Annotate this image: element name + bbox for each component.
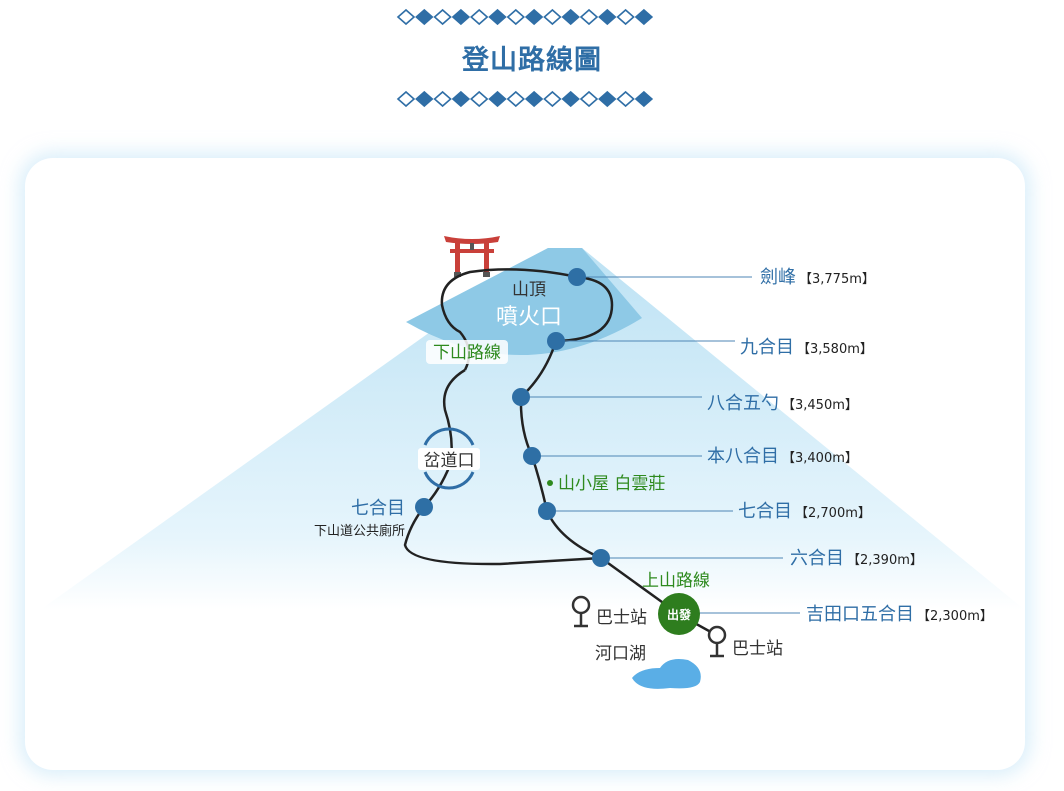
- diamond-icon: [598, 90, 617, 108]
- station-dot[interactable]: [538, 502, 556, 520]
- station-dots: [415, 268, 610, 567]
- diamond-icon: [579, 8, 599, 26]
- bus-stop-icon: [707, 625, 727, 658]
- station-label: 本八合目【3,400m】: [707, 446, 858, 467]
- toilet-note: 下山道公共廁所: [314, 523, 405, 539]
- station-dot[interactable]: [568, 268, 586, 286]
- diamond-icon: [451, 8, 471, 26]
- start-marker[interactable]: [658, 593, 700, 635]
- junction-marker: 岔道口: [418, 427, 480, 490]
- diamond-icon: [433, 8, 452, 26]
- diamond-icon: [543, 90, 562, 108]
- bus-stop-label: 巴士站: [732, 639, 783, 659]
- diamond-icon: [506, 8, 526, 26]
- diamond-border-top: [396, 8, 654, 26]
- diamond-border-bottom: [396, 90, 654, 108]
- diamond-icon: [561, 90, 580, 108]
- diamond-icon: [598, 8, 617, 26]
- diamond-icon: [488, 8, 507, 26]
- diamond-icon: [469, 8, 489, 26]
- station-label: 九合目【3,580m】: [740, 337, 873, 358]
- diamond-icon: [396, 90, 416, 108]
- start-label: 出發: [667, 607, 692, 622]
- mountain-shape: [40, 248, 1025, 610]
- station-label: 六合目【2,390m】: [790, 548, 923, 569]
- diamond-icon: [469, 90, 489, 108]
- diamond-icon: [415, 8, 434, 26]
- station-label: 七合目【2,700m】: [738, 501, 871, 522]
- crater-loop-trail: [440, 268, 614, 371]
- leader-lines: [521, 276, 800, 614]
- diamond-icon: [506, 90, 526, 108]
- diamond-icon: [543, 8, 562, 26]
- torii-gate-icon: [444, 236, 500, 277]
- station-label: 劍峰【3,775m】: [760, 267, 875, 288]
- descent-trail: [403, 368, 602, 566]
- diamond-icon: [561, 8, 580, 26]
- station-dot[interactable]: [415, 498, 433, 516]
- station-dot[interactable]: [512, 388, 530, 406]
- crater-label: 噴火口: [496, 305, 562, 330]
- descent-route-label: 下山路線: [433, 343, 501, 363]
- diamond-icon: [396, 8, 416, 26]
- lake-shape: [632, 659, 701, 689]
- station-label: 八合五勺【3,450m】: [707, 393, 858, 414]
- diamond-icon: [415, 90, 434, 108]
- station-dot[interactable]: [547, 332, 565, 350]
- junction-label: 岔道口: [424, 451, 475, 471]
- diamond-icon: [433, 90, 452, 108]
- hut-label: 山小屋 白雲莊: [558, 474, 665, 494]
- summit-label: 山頂: [512, 280, 546, 300]
- lake-label: 河口湖: [595, 644, 646, 664]
- diamond-icon: [634, 8, 654, 26]
- diamond-icon: [634, 90, 654, 108]
- diamond-icon: [451, 90, 471, 108]
- diamond-icon: [616, 8, 635, 26]
- station-dot[interactable]: [592, 549, 610, 567]
- diamond-icon: [524, 8, 544, 26]
- hut-marker-icon: [547, 480, 553, 486]
- page-title: 登山路線圖: [462, 45, 602, 76]
- diamond-icon: [579, 90, 599, 108]
- bus-stop-icon: [571, 595, 591, 628]
- descent-station-label: 七合目: [351, 498, 405, 519]
- station-dot[interactable]: [523, 447, 541, 465]
- ascent-route-label: 上山路線: [642, 571, 710, 591]
- diamond-icon: [616, 90, 635, 108]
- station-label: 吉田口五合目【2,300m】: [806, 604, 993, 625]
- diamond-icon: [524, 90, 544, 108]
- bus-stop-label: 巴士站: [596, 608, 647, 628]
- diamond-icon: [488, 90, 507, 108]
